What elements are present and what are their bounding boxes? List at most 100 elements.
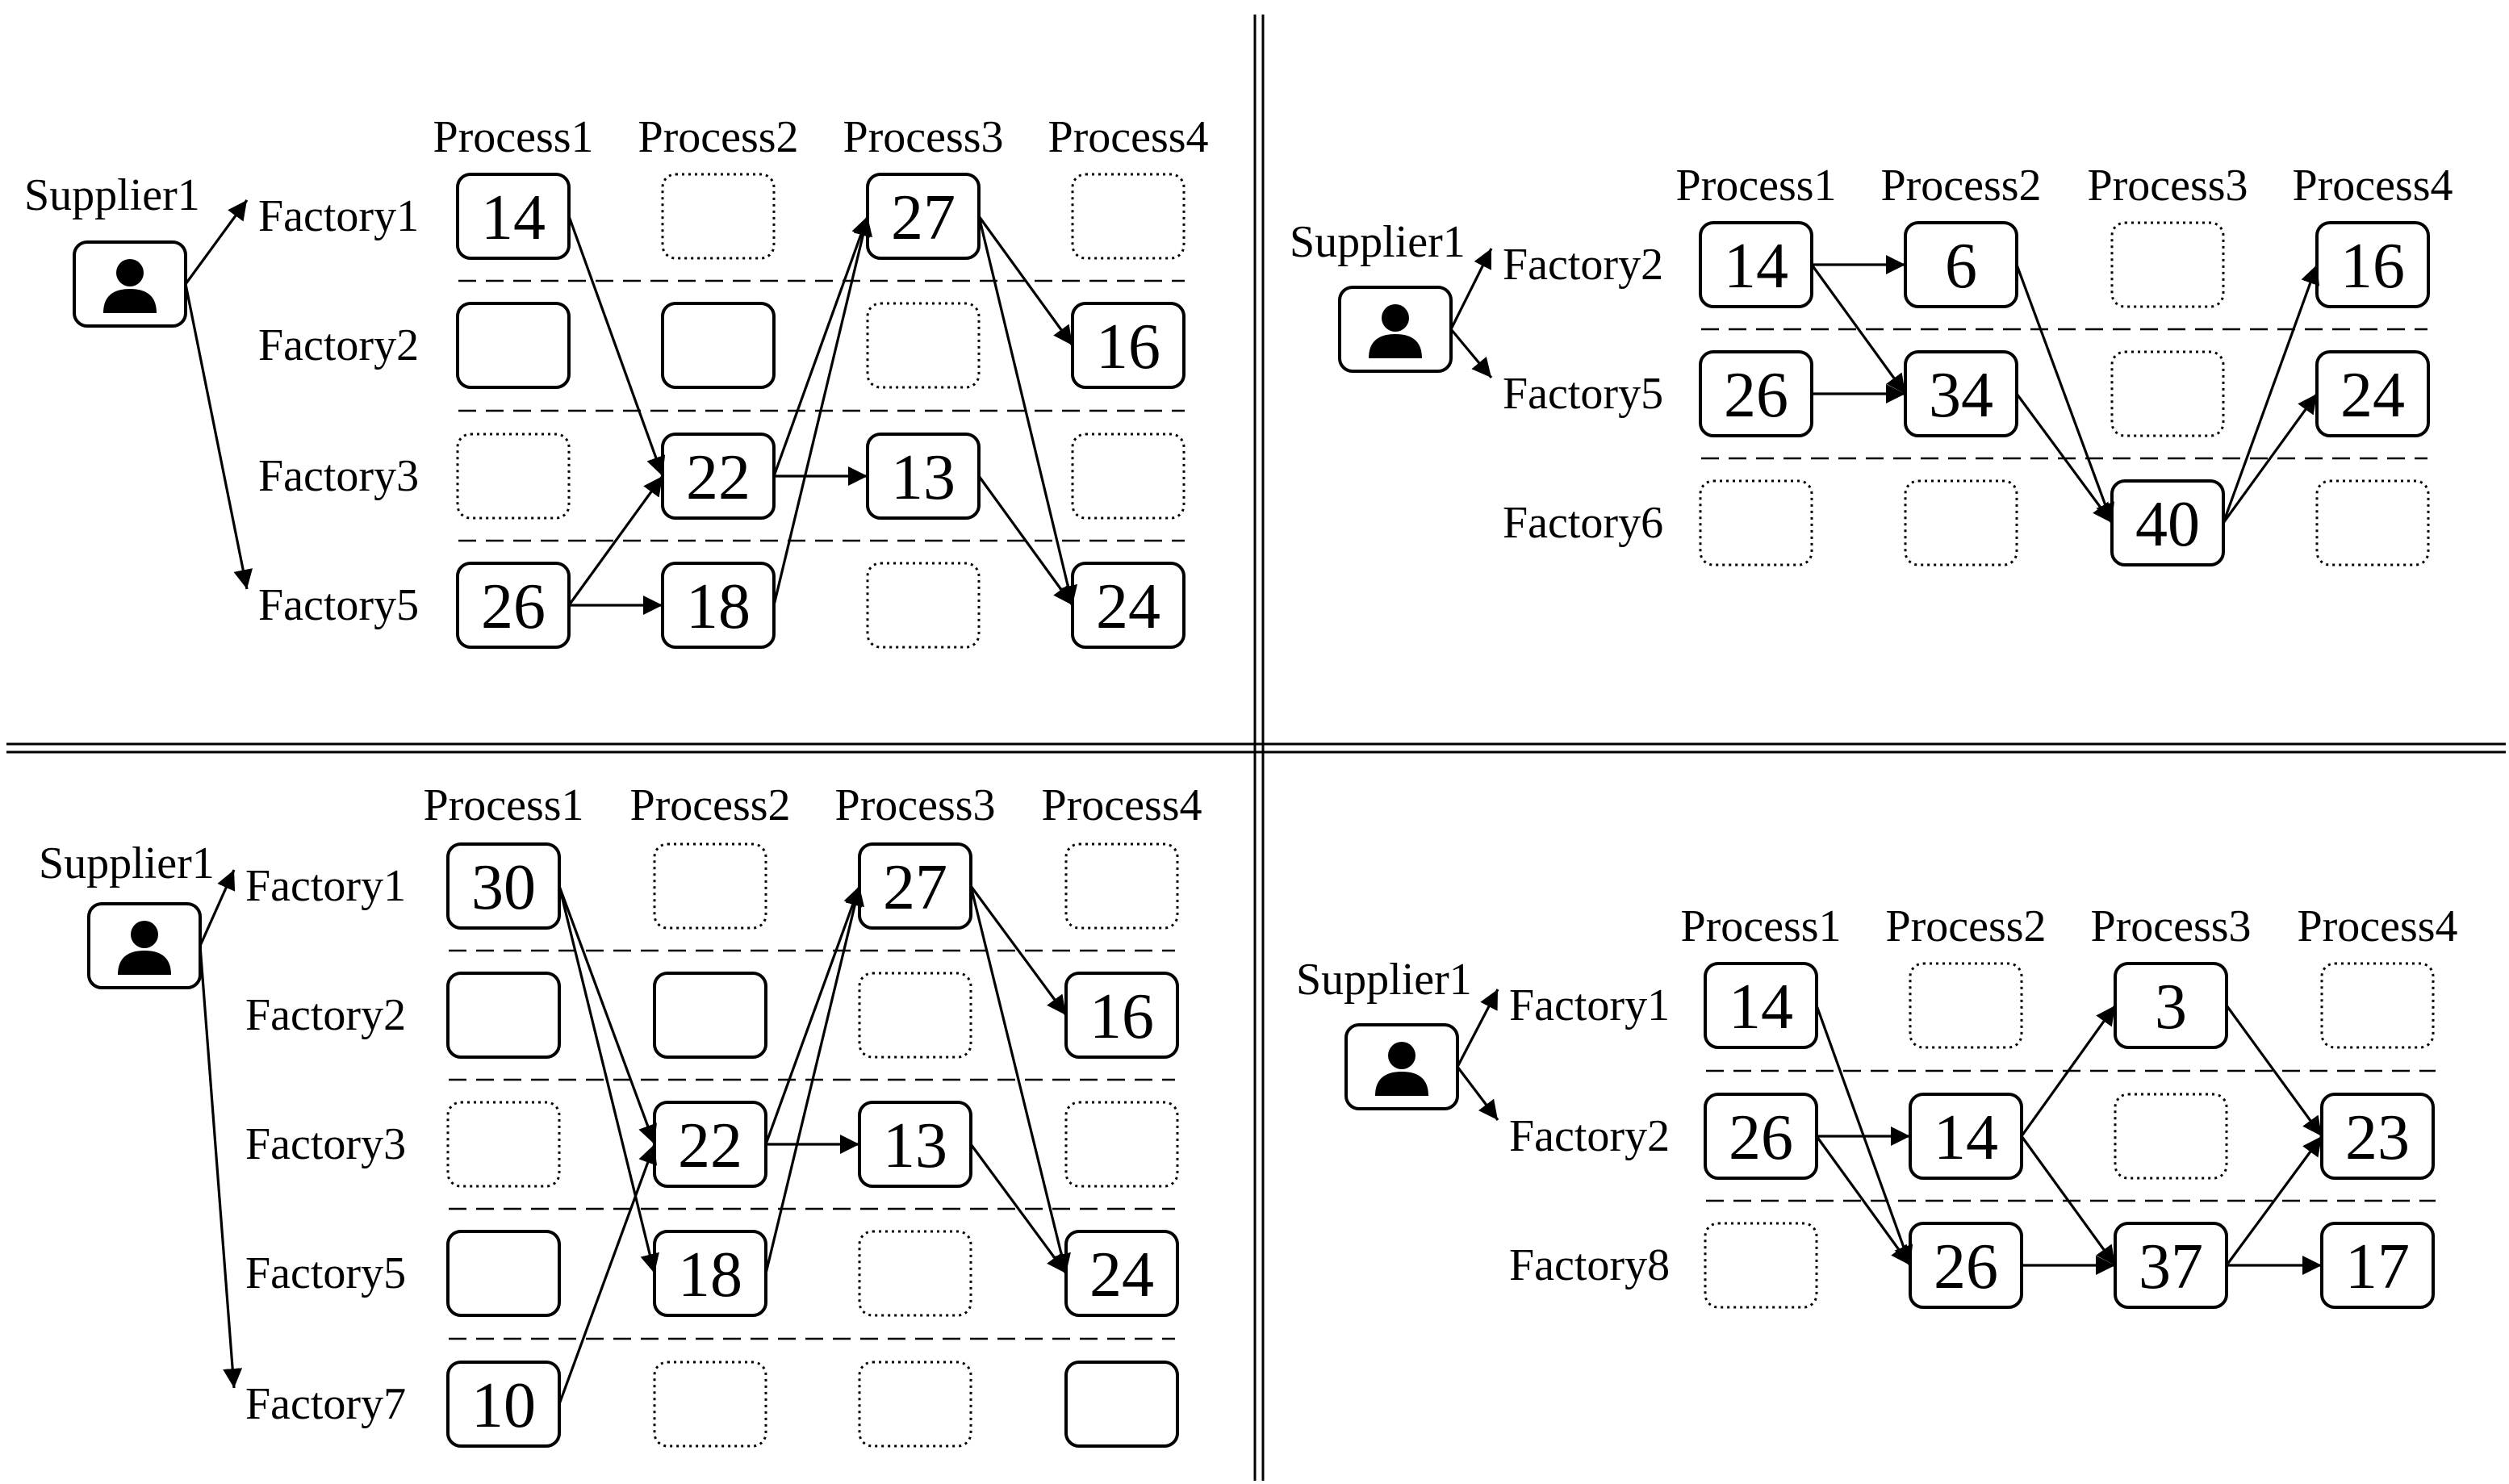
factory-label: Factory3 bbox=[245, 1119, 406, 1169]
operation-value: 27 bbox=[891, 182, 956, 253]
flow-arrow bbox=[977, 215, 1074, 346]
factory-label: Factory8 bbox=[1509, 1240, 1670, 1290]
process-header: Process3 bbox=[2087, 161, 2248, 211]
factory-label: Factory7 bbox=[245, 1379, 406, 1429]
empty-slot bbox=[456, 433, 571, 520]
empty-slot bbox=[2110, 221, 2225, 308]
operation-value: 14 bbox=[1729, 972, 1793, 1043]
empty-slot bbox=[866, 562, 981, 649]
operation-value: 26 bbox=[1724, 360, 1788, 431]
flow-arrow bbox=[772, 215, 873, 606]
operation-value: 23 bbox=[2345, 1102, 2410, 1173]
empty-slot bbox=[446, 1230, 561, 1317]
empty-slot bbox=[1909, 962, 2023, 1049]
factory-label: Factory3 bbox=[258, 451, 419, 501]
flow-arrow bbox=[2020, 1005, 2117, 1137]
operation-value: 18 bbox=[678, 1239, 742, 1311]
operation-value: 10 bbox=[471, 1370, 536, 1441]
flow-arrow bbox=[2020, 1135, 2117, 1266]
operation-value: 22 bbox=[686, 442, 751, 513]
supplier-arrow bbox=[1456, 989, 1499, 1068]
empty-slot bbox=[858, 972, 972, 1059]
operation-value: 13 bbox=[891, 442, 956, 513]
supplier-arrow bbox=[1449, 328, 1493, 379]
empty-slot bbox=[1064, 842, 1179, 930]
flow-arrow bbox=[969, 1143, 1068, 1274]
process-header: Process2 bbox=[1885, 901, 2046, 951]
supplier-arrow bbox=[184, 283, 253, 590]
flow-arrow bbox=[764, 885, 865, 1274]
supplier-person-icon bbox=[1338, 286, 1453, 373]
factory-label: Factory1 bbox=[1509, 980, 1670, 1030]
empty-slot bbox=[1071, 173, 1186, 260]
flow-arrow bbox=[977, 215, 1078, 606]
operation-value: 17 bbox=[2345, 1231, 2410, 1302]
supplier-arrow bbox=[199, 869, 236, 947]
factory-label: Factory2 bbox=[1503, 240, 1663, 290]
supplier-person-icon bbox=[73, 240, 187, 328]
factory-label: Factory5 bbox=[245, 1248, 406, 1298]
factory-label: Factory1 bbox=[258, 191, 419, 241]
operation-value: 26 bbox=[1729, 1102, 1793, 1173]
flow-arrow bbox=[2222, 393, 2319, 524]
empty-slot bbox=[1064, 1361, 1179, 1448]
supplier-label: Supplier1 bbox=[24, 170, 200, 220]
operation-value: 26 bbox=[481, 571, 546, 642]
flow-arrow bbox=[772, 215, 871, 477]
empty-slot bbox=[456, 302, 571, 389]
empty-slot bbox=[2315, 479, 2430, 566]
factory-label: Factory6 bbox=[1503, 498, 1663, 548]
operation-value: 24 bbox=[2340, 360, 2405, 431]
operation-value: 6 bbox=[1945, 231, 1977, 302]
panel-bottom-right: Process1 Process2 Process3 Process4Supplier… bbox=[1296, 901, 2458, 1309]
process-header: Process4 bbox=[2297, 901, 2457, 951]
empty-slot bbox=[661, 302, 776, 389]
operation-value: 14 bbox=[1934, 1102, 1998, 1173]
process-header: Process1 bbox=[1680, 901, 1841, 951]
process-header: Process1 bbox=[423, 780, 583, 830]
process-header: Process1 bbox=[433, 112, 593, 162]
empty-slot bbox=[1699, 479, 1813, 566]
operation-value: 13 bbox=[883, 1110, 947, 1181]
factory-label: Factory1 bbox=[245, 861, 406, 911]
process-header: Process4 bbox=[1048, 112, 1208, 162]
process-header: Process3 bbox=[843, 112, 1003, 162]
process-header: Process3 bbox=[834, 780, 995, 830]
empty-slot bbox=[1704, 1222, 1818, 1309]
operation-value: 22 bbox=[678, 1110, 742, 1181]
factory-label: Factory2 bbox=[258, 320, 419, 370]
operation-value: 30 bbox=[471, 852, 536, 923]
operation-value: 34 bbox=[1929, 360, 1993, 431]
supplier-arrow bbox=[1449, 248, 1493, 330]
operation-value: 24 bbox=[1096, 571, 1160, 642]
flow-arrow bbox=[2015, 264, 2114, 524]
empty-slot bbox=[653, 972, 767, 1059]
operation-value: 40 bbox=[2135, 489, 2200, 560]
empty-slot bbox=[858, 1230, 972, 1317]
factory-label: Factory2 bbox=[245, 990, 406, 1040]
operation-value: 3 bbox=[2155, 972, 2187, 1043]
quadrant-dividers bbox=[6, 15, 2506, 1481]
empty-slot bbox=[2320, 962, 2435, 1049]
process-header: Process3 bbox=[2090, 901, 2251, 951]
empty-slot bbox=[2114, 1093, 2228, 1180]
flow-arrow bbox=[1810, 264, 1907, 395]
supplier-arrow bbox=[184, 199, 249, 285]
flow-arrow bbox=[764, 885, 863, 1145]
flow-arrow bbox=[969, 885, 1068, 1016]
flow-arrow bbox=[977, 475, 1074, 606]
empty-slot bbox=[1071, 433, 1186, 520]
empty-slot bbox=[866, 302, 981, 389]
supplier-label: Supplier1 bbox=[1296, 955, 1472, 1005]
operation-value: 16 bbox=[1096, 311, 1160, 382]
process-header: Process2 bbox=[1880, 161, 2041, 211]
empty-slot bbox=[661, 173, 776, 260]
flow-arrow bbox=[1815, 1135, 1912, 1266]
flow-arrow bbox=[558, 885, 659, 1274]
supplier-arrow bbox=[1456, 1066, 1499, 1121]
empty-slot bbox=[858, 1361, 972, 1448]
empty-slot bbox=[446, 1101, 561, 1188]
